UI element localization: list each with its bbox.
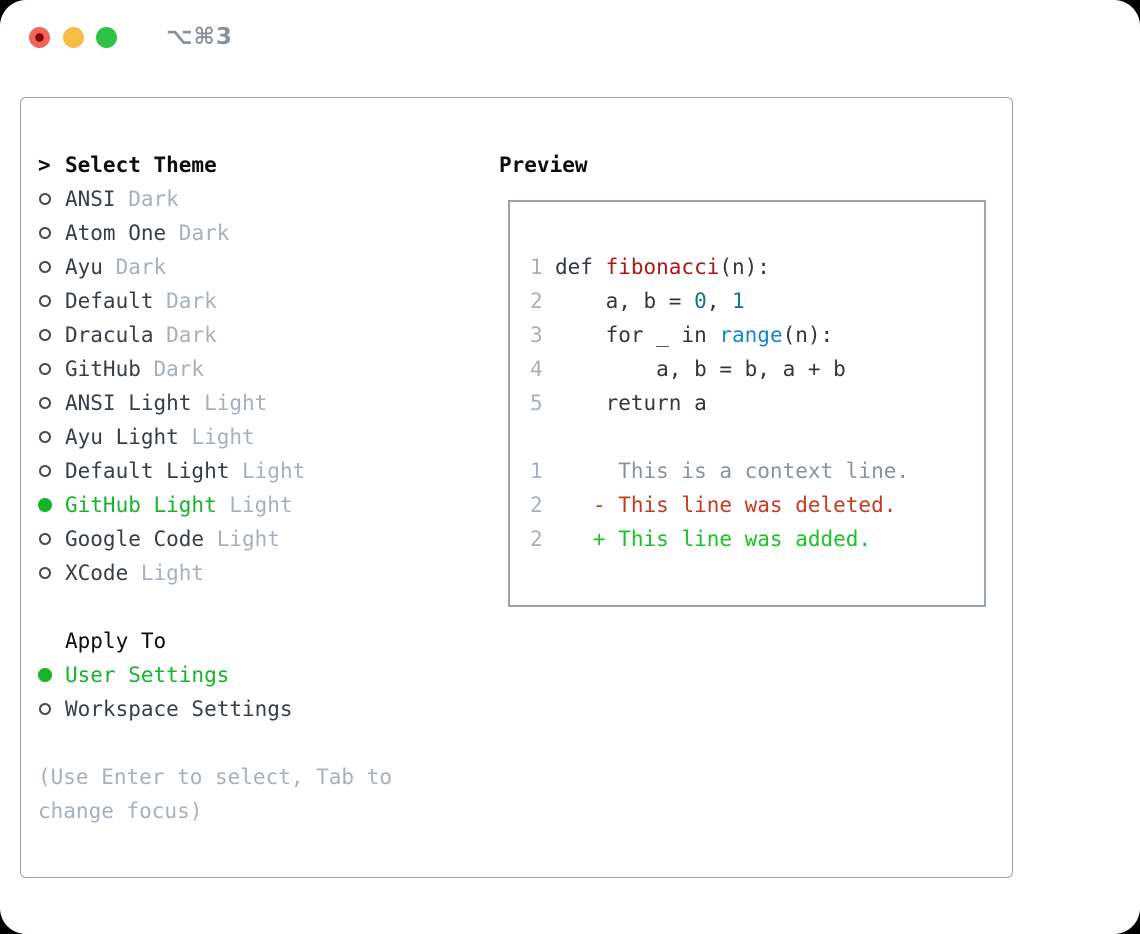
theme-option[interactable]: XCode Light <box>38 556 468 590</box>
theme-option[interactable]: Ayu Dark <box>38 250 468 284</box>
radio-icon <box>38 295 65 307</box>
code-text: - This line was deleted. <box>555 493 897 517</box>
select-theme-title: Select Theme <box>65 153 217 177</box>
radio-icon <box>38 465 65 477</box>
code-text: This is a context line. <box>555 459 910 483</box>
line-number: 2 <box>530 289 543 313</box>
code-line: 1 This is a context line. <box>530 454 984 488</box>
zoom-button[interactable] <box>96 27 117 48</box>
line-number: 2 <box>530 493 543 517</box>
code-text: + This line was added. <box>555 527 872 551</box>
apply-to-header: Apply To <box>38 624 468 658</box>
theme-option[interactable]: Google Code Light <box>38 522 468 556</box>
code-line: 2 - This line was deleted. <box>530 488 984 522</box>
code-text: a, b = 0, 1 <box>555 289 745 313</box>
radio-icon <box>38 533 65 545</box>
apply-to-list: User Settings Workspace Settings <box>38 658 468 726</box>
title-bar: ⌥⌘3 <box>0 0 1140 74</box>
chevron-right-icon: > <box>38 153 51 177</box>
radio-icon <box>38 193 65 205</box>
code-line: 2 a, b = 0, 1 <box>530 284 984 318</box>
keyboard-hint: (Use Enter to select, Tab to change focu… <box>38 765 393 823</box>
radio-icon <box>38 703 65 715</box>
code-line: 5 return a <box>530 386 984 420</box>
code-text: a, b = b, a + b <box>555 357 846 381</box>
theme-option[interactable]: Ayu Light Light <box>38 420 468 454</box>
select-theme-header: > Select Theme <box>38 148 468 182</box>
radio-selected-icon <box>38 498 65 512</box>
theme-option[interactable]: ANSI Dark <box>38 182 468 216</box>
code-text: def fibonacci(n): <box>555 255 770 279</box>
theme-option[interactable]: ANSI Light Light <box>38 386 468 420</box>
radio-icon <box>38 567 65 579</box>
code-text: return a <box>555 391 707 415</box>
theme-option[interactable]: Dracula Dark <box>38 318 468 352</box>
code-line: 1 def fibonacci(n): <box>530 250 984 284</box>
preview-title: Preview <box>499 153 588 177</box>
radio-icon <box>38 431 65 443</box>
apply-to-option[interactable]: Workspace Settings <box>38 692 468 726</box>
code-line: 2 + This line was added. <box>530 522 984 556</box>
line-number: 1 <box>530 255 543 279</box>
theme-option[interactable]: Default Light Light <box>38 454 468 488</box>
theme-select-column: > Select Theme ANSI Dark Atom One Dark A… <box>38 148 468 828</box>
apply-to-title: Apply To <box>65 629 167 653</box>
apply-to-option[interactable]: User Settings <box>38 658 468 692</box>
radio-icon <box>38 227 65 239</box>
line-number: 5 <box>530 391 543 415</box>
radio-icon <box>38 261 65 273</box>
theme-option[interactable]: GitHub Light Light <box>38 488 468 522</box>
line-number: 3 <box>530 323 543 347</box>
line-number: 1 <box>530 459 543 483</box>
code-line: 3 for _ in range(n): <box>530 318 984 352</box>
line-number: 2 <box>530 527 543 551</box>
code-text: for _ in range(n): <box>555 323 834 347</box>
theme-option[interactable]: GitHub Dark <box>38 352 468 386</box>
theme-list: ANSI Dark Atom One Dark Ayu Dark Default… <box>38 182 468 590</box>
close-button[interactable] <box>29 27 50 48</box>
code-line: 4 a, b = b, a + b <box>530 352 984 386</box>
minimize-button[interactable] <box>63 27 84 48</box>
code-line <box>530 420 984 454</box>
theme-option[interactable]: Atom One Dark <box>38 216 468 250</box>
radio-icon <box>38 397 65 409</box>
radio-icon <box>38 329 65 341</box>
radio-icon <box>38 363 65 375</box>
theme-option[interactable]: Default Dark <box>38 284 468 318</box>
window-title: ⌥⌘3 <box>166 24 233 50</box>
radio-selected-icon <box>38 668 65 682</box>
line-number: 4 <box>530 357 543 381</box>
